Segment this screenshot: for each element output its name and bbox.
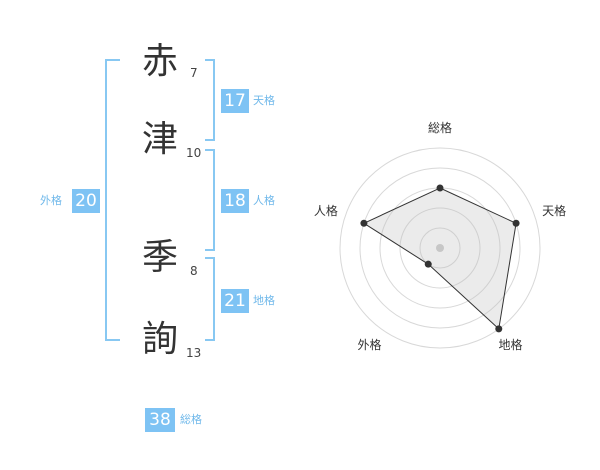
jinkaku-label: 人格 (253, 194, 275, 207)
tenkaku-label: 天格 (253, 94, 275, 107)
name-char-4: 詢 (141, 319, 178, 360)
radar-ring (399, 207, 481, 289)
stroke-count-2: 10 (186, 146, 202, 160)
stroke-count-1: 7 (190, 66, 198, 80)
name-char-3: 季 (141, 237, 178, 278)
gaikaku-label: 外格 (40, 194, 62, 207)
radar-axis-label-3: 地格 (499, 337, 523, 352)
jinkaku-value: 18 (221, 189, 249, 213)
gaikaku-bracket (105, 59, 120, 341)
tenkaku-bracket (205, 59, 215, 141)
radar-point-1 (436, 184, 444, 192)
soukaku-label: 総格 (180, 413, 202, 426)
radar-point-5 (360, 219, 368, 227)
radar-ring (419, 227, 461, 269)
radar-polygon (362, 187, 517, 330)
radar-center (436, 244, 444, 252)
radar-point-3 (495, 325, 503, 333)
name-char-1: 赤 (141, 41, 178, 82)
tenkaku-value: 17 (221, 89, 249, 113)
stroke-count-4: 13 (186, 346, 202, 360)
radar-axis-label-4: 外格 (357, 337, 381, 352)
radar-axis-label-2: 天格 (542, 203, 566, 218)
radar-ring (359, 167, 521, 329)
radar-axis-label-5: 人格 (314, 203, 338, 218)
stroke-count-3: 8 (190, 264, 198, 278)
name-char-2: 津 (141, 119, 178, 160)
chikaku-label: 地格 (253, 294, 275, 307)
radar-ring (339, 147, 541, 349)
radar-point-2 (512, 219, 520, 227)
soukaku-value: 38 (145, 408, 175, 432)
radar-axis-label-1: 総格 (428, 120, 452, 135)
radar-point-4 (424, 260, 432, 268)
gaikaku-value: 20 (72, 189, 100, 213)
chikaku-value: 21 (221, 289, 249, 313)
jinkaku-bracket (205, 149, 215, 251)
chikaku-bracket (205, 257, 215, 341)
